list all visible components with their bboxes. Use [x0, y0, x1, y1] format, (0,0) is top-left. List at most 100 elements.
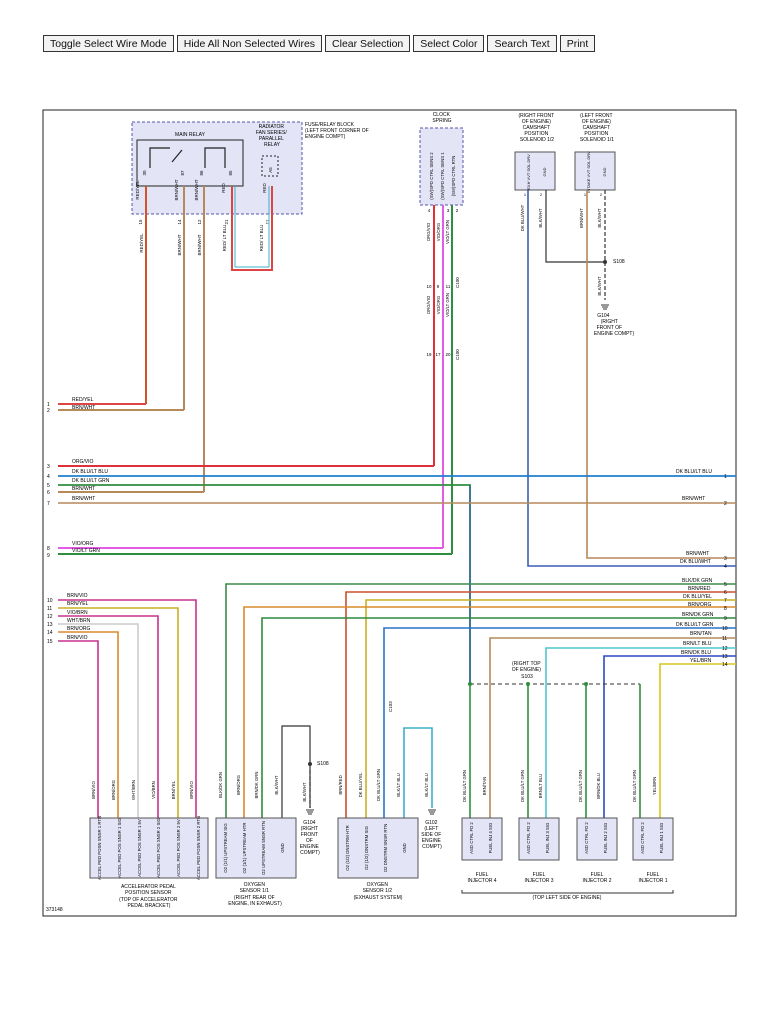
wire-red-ltblu-loop-inner [234, 186, 270, 268]
wire-label: DK BLU/LT GRN [632, 770, 637, 802]
search-text-button[interactable]: Search Text [487, 35, 557, 52]
hide-all-non-selected-wires-button[interactable]: Hide All Non Selected Wires [176, 35, 323, 52]
wire-label: RED/YEL [135, 180, 140, 200]
wire-label: BLK/WHT [274, 775, 279, 794]
main-relay-box [136, 139, 244, 187]
clock-spring-label: CLOCK SPRING [432, 112, 451, 124]
terminal-text: INTAKE VVT SOL DRV [586, 151, 591, 193]
wire-label: YEL/BRN [652, 777, 657, 795]
wire-number: 8 [47, 546, 50, 552]
wire-label: BRN/ORG [67, 626, 90, 632]
wire-label: BRN/DK GRN [254, 772, 259, 799]
wire-label: VIO/BRN [151, 781, 156, 799]
wire-5 [58, 484, 471, 686]
wire-label: BRN/WHT [194, 179, 199, 200]
relay-coil [149, 147, 226, 168]
ground-g104-bottom [306, 809, 314, 815]
terminal-text: FUEL INJ 1 SIG [659, 822, 664, 853]
wire-number: 14 [722, 662, 728, 668]
wire-label: BRN/WHT [682, 496, 705, 502]
wire-label: RED/YEL [72, 397, 94, 403]
terminal-text: GND [402, 843, 407, 853]
pin: 2 [456, 208, 459, 213]
wire-10 [58, 599, 197, 820]
terminal-text: ASD CTRL FD 2 [469, 822, 474, 854]
wire-label: BRN/WHT [686, 551, 709, 557]
wire-13 [58, 623, 139, 820]
wire-number: 1 [724, 474, 727, 480]
pin-15: 15 [138, 219, 143, 225]
pin-86: 86 [199, 170, 204, 176]
clear-selection-button[interactable]: Clear Selection [325, 35, 411, 52]
wire-label: BLK/WHT [538, 208, 543, 227]
pin-11: 11 [265, 219, 270, 224]
toggle-select-wire-mode-button[interactable]: Toggle Select Wire Mode [43, 35, 174, 52]
wire-r11 [489, 637, 736, 820]
wire-r12 [545, 647, 736, 820]
wire-label: BRN/DK GRN [682, 612, 714, 618]
wire-label: BRN/ORG [688, 602, 711, 608]
wire-label: ORG/VIO [426, 222, 431, 241]
wire-r9 [261, 617, 736, 820]
wire-label: WHT/BRN [67, 618, 91, 624]
wire-label: RED/YEL [139, 233, 144, 253]
o2-11-wire-labels: BLK/DK GRN BRN/ORG BRN/DK GRN BLK/WHT BL… [218, 772, 307, 802]
wire-label: DK BLU/LT GRN [72, 478, 110, 484]
pin: 4 [428, 208, 431, 213]
print-button[interactable]: Print [559, 35, 596, 52]
wire-label: VIO/LT GRN [72, 548, 100, 554]
fuse-relay-block [131, 121, 303, 215]
wire-label: VIO/LT GRN [445, 293, 450, 317]
o2-sensor-12-box [337, 817, 419, 879]
wire-number: 2 [47, 408, 50, 414]
terminal-text: (SW)SPD CTRL RTN [451, 156, 456, 197]
wire-label: BRN/WHT [579, 208, 584, 228]
terminal-text: GND [602, 167, 607, 176]
wire-label: BRN/VIO [91, 781, 96, 799]
wire-number: 5 [47, 483, 50, 489]
o2-sensor-11-label: OXYGEN SENSOR 1/1 (RIGHT REAR OF ENGINE,… [228, 882, 282, 907]
select-color-button[interactable]: Select Color [413, 35, 485, 52]
wire-label: ORG/VIO [426, 295, 431, 314]
terminal-text: FUEL INJ 2 SIG [603, 822, 608, 853]
wire-label: BLK/DK GRN [682, 578, 713, 584]
injector-4-box [461, 817, 503, 861]
wire-label: BRN/DK BLU [681, 650, 711, 656]
o2-sensor-12-label: OXYGEN SENSOR 1/2 (EXHAUST SYSTEM) [354, 882, 403, 901]
terminal-text: O2 (1/2) DNSTRM HTR [345, 825, 350, 870]
injector-wire-labels: DK BLU/LT GRN BRN/TAN DK BLU/LT GRN BRN/… [462, 770, 657, 802]
relay-pins: 30 87 86 85 A5 [142, 167, 273, 176]
terminal-text: O2 (1/2) DNSTRM SIG [364, 825, 369, 870]
splice-s108-top [603, 260, 607, 264]
wire-15 [58, 640, 99, 820]
wire-label: RED [221, 183, 226, 193]
wire-label: DK BLU/WHT [680, 559, 711, 565]
clock-spring-pins: 4 3 2 10 9 11 19 17 20 [426, 208, 458, 357]
terminal-text: GND [280, 843, 285, 853]
wire-label: DK BLU/YEL [683, 594, 712, 600]
wire-label: BLK/WHT [597, 276, 602, 295]
pin: 11 [446, 284, 451, 289]
toolbar: Toggle Select Wire Mode Hide All Non Sel… [43, 35, 596, 52]
wire-number: 5 [724, 582, 727, 588]
wire-label: VIO/BRN [67, 610, 88, 616]
relay-lower-labels: RED/YEL BRN/WHT BRN/WHT RED/ LT BLU RED/… [139, 225, 264, 256]
wire-r13 [603, 655, 736, 820]
splice-s108-bottom [308, 762, 312, 766]
connector-c100b: C100 [455, 349, 460, 360]
pin-85: 85 [228, 170, 233, 176]
wire-label: VIO/ORG [436, 222, 441, 241]
wire-number: 2 [724, 501, 727, 507]
wire-number: 8 [724, 606, 727, 612]
wire-number: 9 [724, 616, 727, 622]
wire-label: ORG/VIO [72, 459, 94, 465]
wire-label: DK BLU/LT GRN [376, 769, 381, 801]
wire-r14 [659, 663, 736, 820]
wire-number: 4 [724, 564, 727, 570]
right-wire-labels-bottom: BLK/DK GRN 5 BRN/RED 6 DK BLU/YEL 7 BRN/… [676, 578, 728, 668]
wire-number: 3 [724, 556, 727, 562]
wire-label: BRN/YEL [171, 780, 176, 799]
